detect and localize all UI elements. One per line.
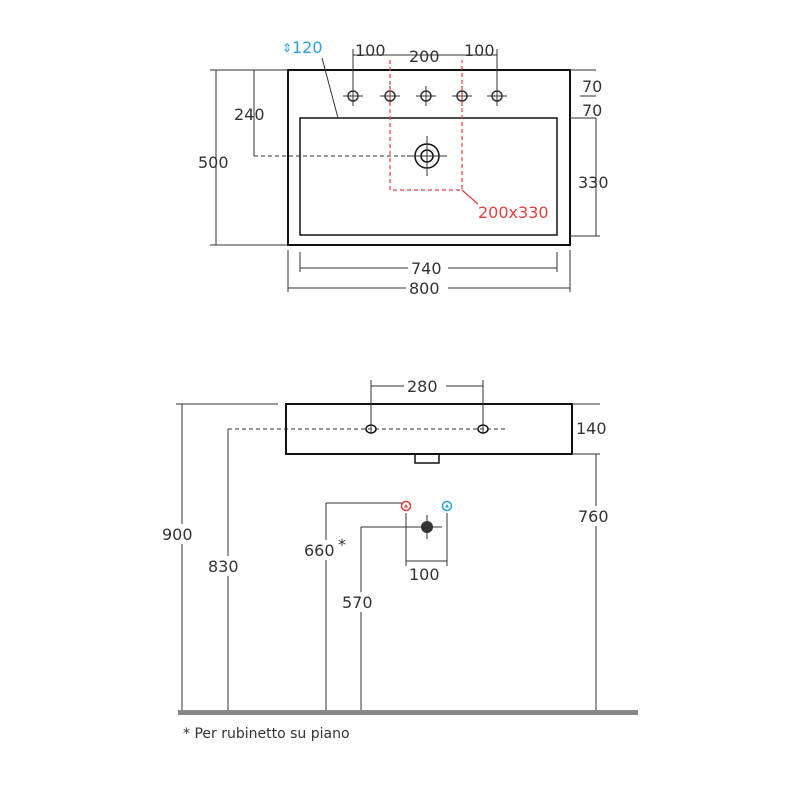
dim-100-right: 100 xyxy=(464,41,495,60)
dim-70-bottom: 70 xyxy=(582,101,602,120)
dim-500: 500 xyxy=(198,153,229,172)
side-view: 280 140 760 900 830 660 * 570 xyxy=(160,376,638,742)
dim-200: 200 xyxy=(409,47,440,66)
label-bg xyxy=(206,556,248,576)
cold-water-icon xyxy=(441,500,453,512)
overflow-arrow-icon: ⇕ xyxy=(282,41,292,55)
drain-stub xyxy=(414,453,440,464)
label-bg xyxy=(302,540,354,560)
cutout-label: 200x330 xyxy=(478,203,549,222)
cutout-zone xyxy=(389,60,463,191)
dim-140: 140 xyxy=(576,419,607,438)
waste-outlet-icon xyxy=(412,515,442,539)
dim-740: 740 xyxy=(411,259,442,278)
basin-outline-top xyxy=(287,69,571,246)
dim-240: 240 xyxy=(234,105,265,124)
dim-280: 280 xyxy=(407,377,438,396)
floor-line xyxy=(178,710,638,715)
tap-hole-icon xyxy=(487,86,507,106)
hot-water-icon xyxy=(400,500,412,512)
tap-hole-icon xyxy=(343,86,363,106)
dim-760: 760 xyxy=(578,507,609,526)
label-bg xyxy=(408,258,448,276)
dim-660: 660 xyxy=(304,541,335,560)
label-bg xyxy=(406,278,448,296)
overflow-leader xyxy=(321,57,339,119)
top-view: ⇕ 120 100 200 100 70 70 330 200x330 240 … xyxy=(198,38,609,298)
dim-70-top: 70 xyxy=(582,77,602,96)
footnote: * Per rubinetto su piano xyxy=(183,726,350,742)
tap-holes xyxy=(343,86,507,106)
dim-570: 570 xyxy=(342,593,373,612)
dim-800: 800 xyxy=(409,279,440,298)
dim-830: 830 xyxy=(208,557,239,576)
basin-bowl-top xyxy=(299,117,558,236)
dim-100-left: 100 xyxy=(355,41,386,60)
dim-900: 900 xyxy=(162,525,193,544)
label-bg xyxy=(340,592,382,612)
dim-660-mark: * xyxy=(338,535,346,554)
cutout-leader xyxy=(461,189,479,205)
label-bg xyxy=(160,524,202,544)
label-bg xyxy=(576,506,618,526)
label-bg xyxy=(404,376,446,394)
overflow-label: 120 xyxy=(292,38,323,57)
drain-icon xyxy=(407,136,447,176)
dim-330: 330 xyxy=(578,173,609,192)
tap-hole-icon xyxy=(416,86,436,106)
dim-100: 100 xyxy=(409,565,440,584)
